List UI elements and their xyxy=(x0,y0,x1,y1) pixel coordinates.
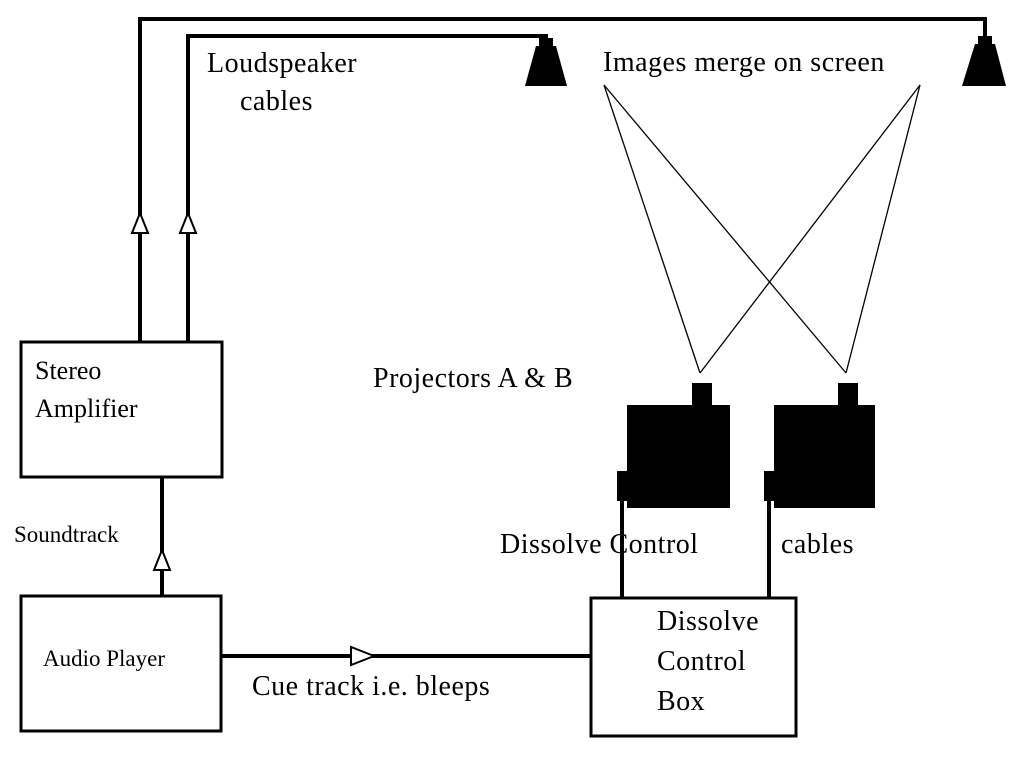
stereo-amplifier-box xyxy=(19,340,224,479)
projector-a-icon xyxy=(617,383,730,508)
cue-track-label: Cue track i.e. bleeps xyxy=(252,671,490,702)
speaker-left-icon xyxy=(525,38,567,86)
loudspeaker-cable-left xyxy=(186,34,548,342)
cable-arrow-left xyxy=(130,210,150,234)
projectors-label: Projectors A & B xyxy=(373,363,573,394)
soundtrack-arrow xyxy=(152,547,172,571)
loudspeaker-label: Loudspeaker xyxy=(207,48,357,79)
loudspeaker-cables-label: cables xyxy=(240,86,313,117)
projector-b-icon xyxy=(764,383,875,508)
dissolve-control-label: Dissolve Control xyxy=(500,529,699,560)
images-merge-label: Images merge on screen xyxy=(603,47,885,78)
dcb-box-label: Box xyxy=(657,686,705,717)
stereo-label: Stereo xyxy=(35,356,101,385)
cables-label: cables xyxy=(781,529,854,560)
audio-player-box xyxy=(19,594,223,733)
soundtrack-label: Soundtrack xyxy=(14,522,119,547)
loudspeaker-cable-right xyxy=(138,17,987,342)
cable-arrow-right xyxy=(178,210,198,234)
projection-beams xyxy=(603,84,921,374)
amplifier-label: Amplifier xyxy=(35,394,138,423)
dissolve-control-box xyxy=(589,596,798,738)
speaker-right-icon xyxy=(962,36,1006,86)
dcb-dissolve-label: Dissolve xyxy=(657,606,759,637)
audio-player-label: Audio Player xyxy=(43,646,165,671)
dcb-control-label: Control xyxy=(657,646,746,677)
cue-track-arrow xyxy=(350,645,377,667)
